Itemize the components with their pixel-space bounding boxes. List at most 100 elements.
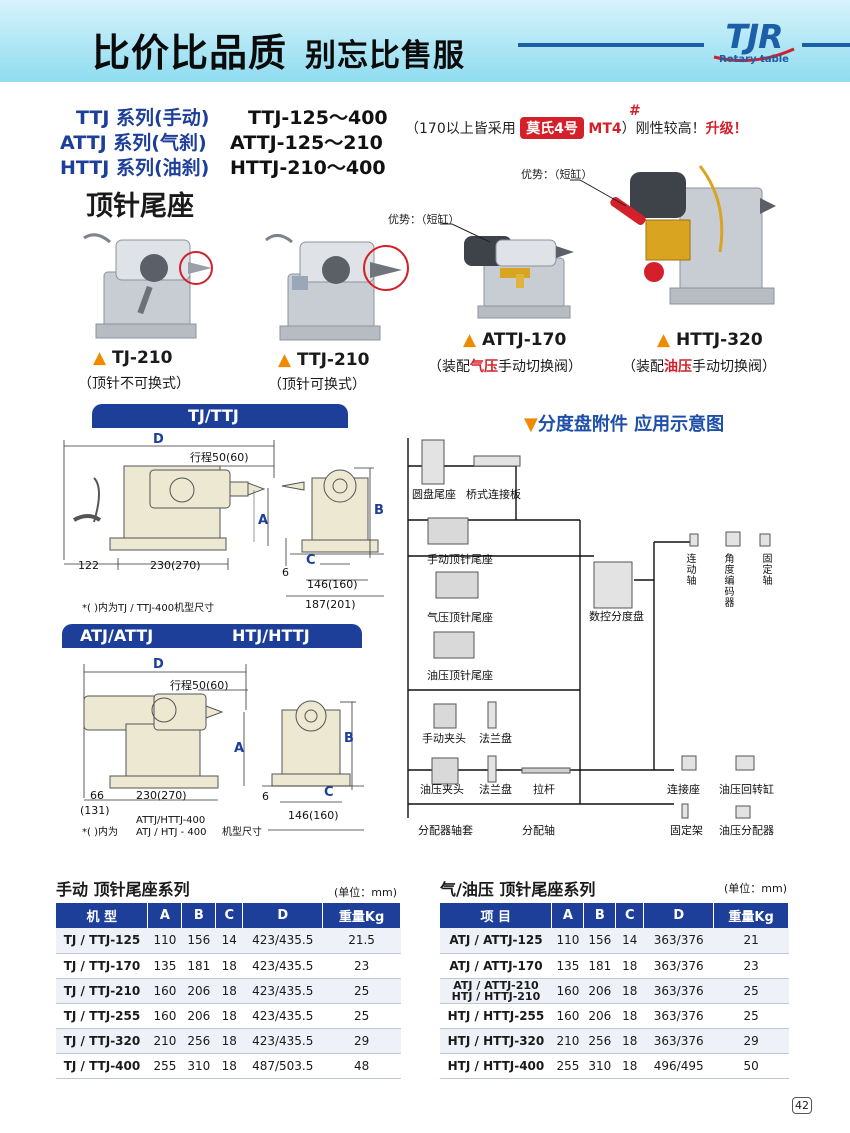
manual-table-unit: (单位：mm) — [334, 886, 398, 899]
label-liandong: 连动轴 — [686, 554, 697, 587]
logo-swoosh-icon — [713, 47, 795, 63]
hash-mark: # — [629, 103, 641, 119]
label-shoudong-jiatou: 手动夹头 — [422, 732, 466, 745]
page-number: 42 — [792, 1097, 812, 1114]
caption-attj-170: （装配气压手动切换阀） — [428, 359, 582, 375]
drawing1-footnote: *( )内为TJ / TTJ-400机型尺寸 — [82, 603, 215, 614]
table-header-row: 项 目 A B C D 重量Kg — [440, 903, 789, 928]
series-line-2: ATTJ 系列(气刹) ATTJ-125～210 — [60, 128, 383, 155]
badge-httj-320: ▲ HTTJ-320 — [657, 330, 763, 350]
label-shoudong: 手动顶针尾座 — [427, 553, 493, 566]
tab-tj-ttj: TJ/TTJ — [92, 404, 348, 428]
dim-c: C — [306, 553, 316, 568]
dim2-131: (131) — [80, 804, 110, 817]
caption-ttj-210: （顶针可换式） — [268, 377, 366, 393]
series-code: ATTJ — [60, 132, 107, 154]
dim-a: A — [258, 513, 269, 528]
manual-table-title: 手动 顶针尾座系列 — [56, 880, 190, 899]
label-youya-huizhuan: 油压回转缸 — [719, 783, 774, 796]
brand-logo: TJR Rotary table — [708, 17, 800, 69]
dim2-6: 6 — [262, 790, 269, 803]
series-line-3: HTTJ 系列(油刹) HTTJ-210～400 — [60, 153, 386, 180]
tj-210-photo — [83, 233, 213, 339]
dim-146: 146(160) — [307, 578, 358, 591]
logo-subtext: Rotary table — [719, 54, 789, 65]
upgrade-label: 升级！ — [705, 121, 748, 137]
label-youya-fenpei: 油压分配器 — [719, 824, 774, 837]
mt4-label: MT4 — [588, 121, 622, 137]
upgrade-note: （170以上皆采用 莫氏4号 MT4 # ）刚性较高！升级！ — [405, 103, 748, 139]
note-pre: （170以上皆采用 — [405, 121, 516, 137]
table-header-row: 机 型 A B C D 重量Kg — [56, 903, 401, 928]
atj-dimension-drawing — [83, 664, 364, 831]
label-guding-jia: 固定架 — [670, 824, 703, 837]
dim2-230: 230(270) — [136, 789, 187, 802]
dim2-c: C — [324, 785, 334, 800]
slogan-main: 比价比品质 — [92, 31, 288, 75]
ttj-210-photo — [265, 234, 409, 341]
label-falan-1: 法兰盘 — [479, 732, 512, 745]
label-lagan: 拉杆 — [533, 783, 555, 796]
dim-b: B — [374, 503, 384, 518]
series-name: 系列(油刹) — [109, 157, 210, 179]
drawing2-footnote-l2: ATJ / HTJ - 400 — [136, 827, 207, 838]
dim2-a: A — [234, 741, 245, 756]
dim-d: D — [153, 432, 164, 447]
caption-httj-320: （装配油压手动切换阀） — [622, 359, 776, 375]
series-model: ATTJ-125～210 — [230, 132, 383, 154]
drawing2-footnote-pre: *( )内为 — [82, 827, 118, 838]
dim-187: 187(201) — [305, 598, 356, 611]
morse-badge: 莫氏4号 — [520, 117, 584, 139]
logo-text: TJR — [725, 17, 783, 56]
httj-320-photo — [610, 165, 776, 305]
dim-122: 122 — [78, 559, 99, 572]
label-guding-zhou: 固定轴 — [762, 554, 773, 587]
series-code: TTJ — [76, 107, 110, 129]
attj-170-photo — [464, 236, 574, 319]
label-falan-2: 法兰盘 — [479, 783, 512, 796]
dim-stroke: 行程50(60) — [190, 451, 249, 464]
badge-attj-170: ▲ ATTJ-170 — [463, 330, 567, 350]
series-code: HTTJ — [60, 157, 110, 179]
dim-6: 6 — [282, 566, 289, 579]
header-rule-right — [802, 43, 850, 47]
badge-tj-210: ▲ TJ-210 — [93, 348, 173, 368]
label-shukong: 数控分度盘 — [589, 610, 644, 623]
note-mid: ）刚性较高！ — [621, 121, 706, 137]
httj-advantage: 优势：（短缸） — [521, 168, 593, 181]
dim-230: 230(270) — [150, 559, 201, 572]
dim2-146: 146(160) — [288, 809, 339, 822]
label-qiaoshi: 桥式连接板 — [466, 488, 521, 501]
diagram-title: ▼分度盘附件 应用示意图 — [524, 414, 725, 435]
dim2-66: 66 — [90, 789, 104, 802]
series-name: 系列(手动) — [109, 107, 210, 129]
tab-atj-htj: ATJ/ATTJ HTJ/HTTJ — [62, 624, 362, 648]
caption-tj-210: （顶针不可换式） — [78, 376, 190, 392]
accessory-diagram — [407, 438, 771, 819]
dim2-stroke: 行程50(60) — [170, 679, 229, 692]
label-fenpei-zhou: 分配轴 — [522, 824, 555, 837]
series-model: TTJ-125～400 — [248, 107, 388, 129]
attj-advantage: 优势：（短缸） — [388, 213, 460, 226]
label-fenpei-zhoutao: 分配器轴套 — [418, 824, 473, 837]
header-band — [0, 0, 850, 82]
label-lianjie: 连接座 — [667, 783, 700, 796]
slogan-sub: 别忘比售服 — [305, 38, 466, 74]
drawing2-footnote-post: 机型尺寸 — [222, 827, 262, 838]
drawing2-footnote-l1: ATTJ/HTTJ-400 — [136, 815, 206, 826]
pneu-table-unit: (单位：mm) — [724, 882, 788, 895]
